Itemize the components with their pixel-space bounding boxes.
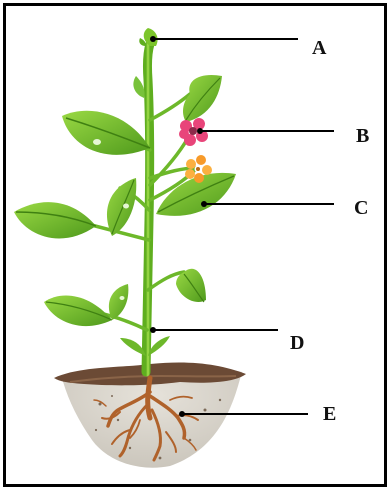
pointer-lines — [150, 36, 334, 417]
label-a: A — [312, 37, 327, 59]
leaves — [14, 75, 236, 356]
label-b: B — [356, 125, 369, 147]
label-c: C — [354, 197, 368, 219]
label-d: D — [290, 332, 304, 354]
label-e: E — [323, 403, 336, 425]
labels: A B C D E — [290, 37, 369, 425]
